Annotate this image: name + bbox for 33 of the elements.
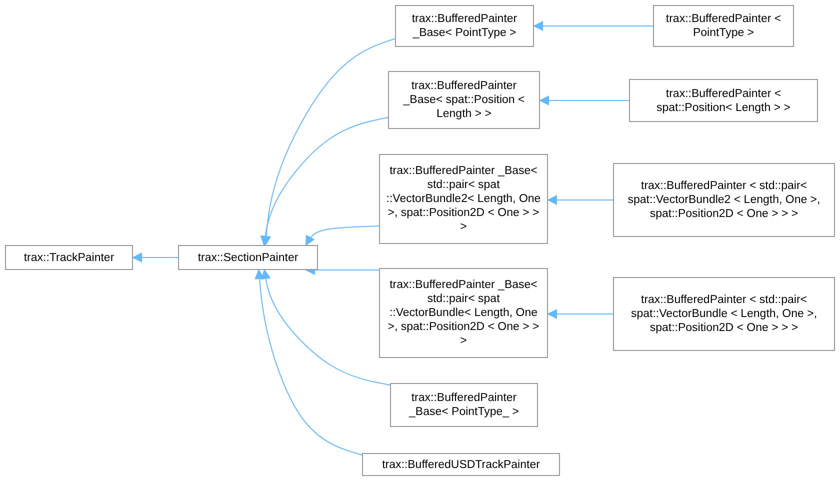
class-name: trax::BufferedPainter < PointType > xyxy=(664,12,782,40)
class-box xyxy=(5,245,133,270)
inheritance-arrow xyxy=(539,96,630,106)
inheritance-arrow xyxy=(547,195,614,205)
class-name: trax::BufferedPainter _Base< std::pair< spat ::VectorBundle< Length, One >, spat::Position2D < One > > > xyxy=(386,278,540,348)
class-name: trax::BufferedPainter < std::pair< spat::VectorBundle2 < Length, One >, spat::Position2D < One > > > xyxy=(626,179,822,221)
class-name: trax::BufferedUSDTrackPainter xyxy=(382,458,540,472)
inheritance-arrow xyxy=(533,21,654,31)
inheritance-arrow xyxy=(260,269,390,386)
class-box xyxy=(379,268,548,358)
class-name: trax::BufferedPainter < spat::Position< Length > > xyxy=(656,86,792,114)
class-box xyxy=(388,71,540,129)
class-name: trax::TrackPainter xyxy=(24,250,114,264)
class-name: trax::SectionPainter xyxy=(198,250,298,264)
inheritance-arrow xyxy=(132,252,178,262)
inheritance-arrow xyxy=(260,116,388,246)
inheritance-arrow xyxy=(547,309,614,319)
class-name: trax::BufferedPainter < std::pair< spat::VectorBundle < Length, One >, spat::Position2D < One > > > xyxy=(630,293,818,335)
class-box xyxy=(613,163,835,237)
class-box xyxy=(629,79,818,122)
class-box xyxy=(390,383,538,427)
class-name: trax::BufferedPainter _Base< spat::Position < Length > > xyxy=(402,79,526,121)
class-box xyxy=(653,5,794,47)
class-name: trax::BufferedPainter _Base< std::pair< spat ::VectorBundle2< Length, One >, spat::Position2D < One > > > xyxy=(385,164,542,234)
class-name: trax::BufferedPainter _Base< PointType_ > xyxy=(408,391,520,419)
class-box xyxy=(362,453,560,476)
class-box xyxy=(178,245,318,270)
class-name: trax::BufferedPainter _Base< PointType > xyxy=(410,12,518,40)
class-box xyxy=(379,154,548,244)
inheritance-arrow xyxy=(254,269,362,456)
class-box xyxy=(613,277,835,351)
class-box xyxy=(395,5,534,47)
inheritance-arrow xyxy=(306,226,380,246)
